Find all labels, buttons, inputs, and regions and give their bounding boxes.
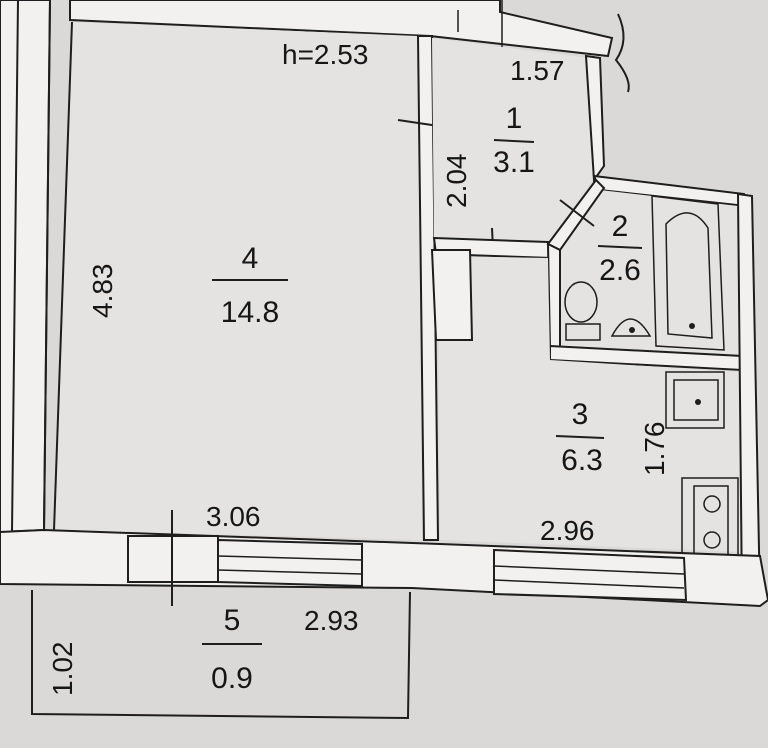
sink-basin xyxy=(610,318,652,337)
room-1-number: 1 xyxy=(506,102,523,135)
room-1-right-wall xyxy=(584,54,606,183)
window-room-4-pane-1 xyxy=(217,555,363,561)
window-room-3-pane-1 xyxy=(493,565,685,575)
room-4-width-dim: 3.06 xyxy=(206,501,261,532)
partition-wall-4 xyxy=(416,35,440,541)
room-2-floor xyxy=(558,190,742,356)
room-2-number: 2 xyxy=(612,210,629,243)
room-4-number: 4 xyxy=(242,242,259,275)
room-1-height-dim: 2.04 xyxy=(441,154,472,209)
room-4-area: 14.8 xyxy=(221,296,279,329)
toilet-bowl xyxy=(564,281,598,323)
bathtub-outline xyxy=(651,195,725,351)
room-3-number: 3 xyxy=(572,398,589,431)
room-5-number: 5 xyxy=(224,604,241,637)
kitchen-sink-drain xyxy=(695,399,701,405)
room-4-height-dim: 4.83 xyxy=(87,264,118,319)
room-4-outer-left-line xyxy=(43,0,51,531)
window-room-3 xyxy=(493,548,688,602)
window-room-3-pane-2 xyxy=(493,579,685,589)
window-room-4 xyxy=(217,538,363,588)
room-3-width-dim: 2.96 xyxy=(540,515,595,546)
room-2-area: 2.6 xyxy=(599,254,641,287)
toilet-tank xyxy=(565,323,601,341)
sheet-break-mark xyxy=(614,13,630,93)
kitchen-sink-basin xyxy=(673,379,719,421)
balcony-depth-dim: 1.02 xyxy=(47,642,78,697)
kitchen-left-pillar xyxy=(430,249,474,341)
stove-burner-2 xyxy=(703,531,721,549)
room-2-fraction-bar xyxy=(597,245,643,249)
room-3-area: 6.3 xyxy=(561,444,603,477)
window-room-4-pane-2 xyxy=(217,569,363,575)
ceiling-height-label: h=2.53 xyxy=(282,39,368,70)
stove-burner-1 xyxy=(703,495,721,513)
top-wall xyxy=(69,0,614,58)
room-1-width-dim: 1.57 xyxy=(510,55,565,86)
room-5-area: 0.9 xyxy=(211,662,253,695)
bathtub-basin xyxy=(665,212,713,339)
room-1-fraction-bar xyxy=(493,139,535,143)
bath-door-mark xyxy=(559,199,595,227)
room-4-left-wall-line xyxy=(53,21,73,531)
room-3-fraction-bar xyxy=(555,435,605,439)
bathtub-drain xyxy=(689,323,695,329)
balcony-outline xyxy=(31,590,411,720)
sink-drain xyxy=(629,327,635,333)
room-3-floor xyxy=(438,256,742,552)
room-3-height-dim: 1.76 xyxy=(639,422,670,477)
room-1-area: 3.1 xyxy=(493,146,535,179)
bath-left-wall xyxy=(546,242,561,349)
balcony-width-dim: 2.93 xyxy=(304,605,359,636)
kitchen-sink-outline xyxy=(665,371,725,429)
